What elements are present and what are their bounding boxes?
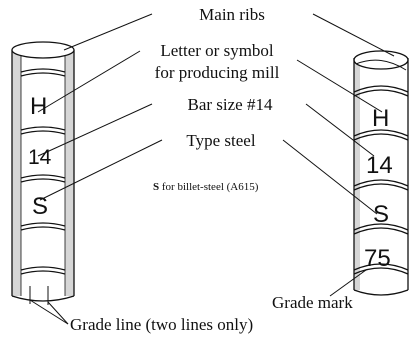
- label-type-steel: Type steel: [186, 131, 255, 150]
- leader-lines: [29, 13, 395, 325]
- label-main-ribs: Main ribs: [199, 5, 265, 24]
- label-mill-line1: Letter or symbol: [160, 41, 274, 60]
- right-mill-letter: H: [372, 105, 389, 132]
- label-bar-size: Bar size #14: [188, 95, 273, 114]
- label-mill-line2: for producing mill: [155, 63, 280, 82]
- right-grade-mark: 75: [364, 245, 391, 272]
- label-grade-line: Grade line (two lines only): [70, 315, 253, 334]
- left-mill-letter: H: [30, 93, 47, 120]
- billet-s-bold: S: [153, 181, 159, 193]
- left-type-steel: S: [32, 193, 48, 220]
- left-rebar: [11, 41, 75, 305]
- left-bar-size: 14: [28, 146, 52, 169]
- label-grade-mark: Grade mark: [272, 293, 353, 312]
- right-bar-size: 14: [366, 152, 393, 179]
- label-billet-steel-note: S for billet-steel (A615): [153, 181, 259, 193]
- billet-note-text: for billet-steel (A615): [159, 181, 259, 193]
- right-rebar: [353, 50, 409, 296]
- right-type-steel: S: [373, 201, 389, 228]
